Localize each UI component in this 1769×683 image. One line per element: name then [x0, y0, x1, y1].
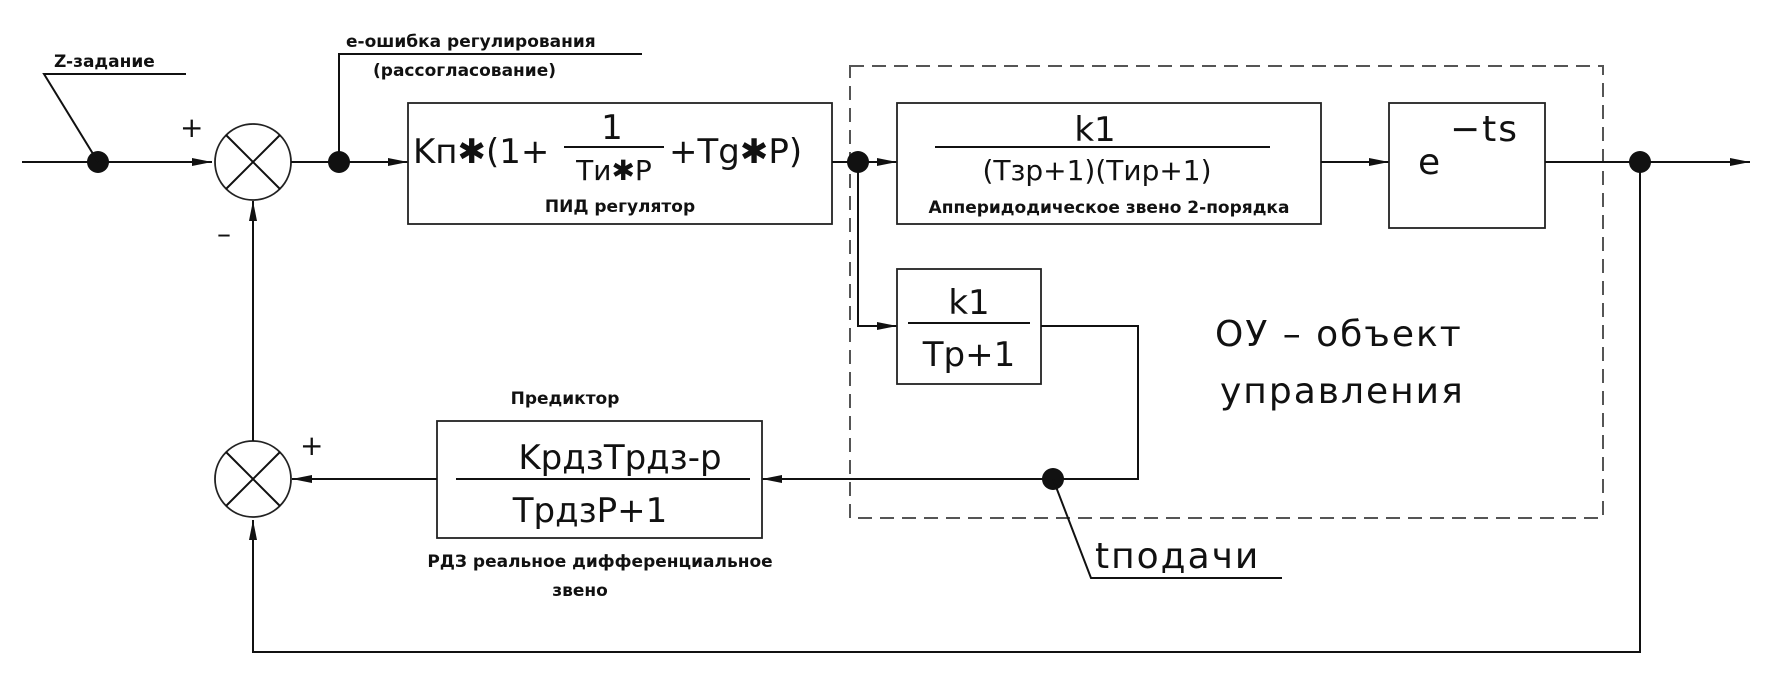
model-input-line — [857, 162, 897, 330]
plus-sign-top: + — [180, 111, 203, 144]
mismatch-label: (рассогласование) — [373, 61, 556, 81]
pid-frac-numerator: 1 — [601, 108, 623, 148]
feed-time-leader — [1052, 478, 1282, 579]
model-numerator: k1 — [948, 283, 989, 323]
pid-caption: ПИД регулятор — [545, 197, 695, 217]
pid-regulator-block — [407, 102, 833, 225]
main-feedback-line — [249, 162, 1641, 653]
rdz-caption-line2: звено — [552, 581, 608, 601]
error-label: e-ошибка регулирования — [346, 32, 596, 52]
error-leader — [338, 53, 642, 162]
pid-prefix: Kп✱(1+ — [413, 132, 549, 172]
pid-suffix: +Tg✱P) — [669, 132, 802, 172]
minus-sign-top: – — [217, 217, 231, 250]
object-label-line2: управления — [1220, 371, 1465, 412]
aperiodic-caption: Апперидодическое звено 2-порядка — [929, 198, 1290, 218]
setpoint-leader — [42, 73, 186, 163]
predictor-label: Предиктор — [511, 389, 620, 409]
aperiodic-numerator: k1 — [1074, 110, 1115, 150]
object-boundary — [849, 65, 1604, 519]
summing-junction-top — [214, 123, 292, 201]
feed-time-label: tподачи — [1095, 536, 1260, 577]
rdz-denominator: TрдзP+1 — [512, 491, 668, 531]
rdz-caption-line1: РДЗ реальное дифференциальное — [427, 552, 772, 572]
model-denominator: Tр+1 — [922, 335, 1015, 375]
setpoint-label: Z-задание — [54, 52, 155, 72]
rdz-numerator: KрдзTрдз-р — [518, 438, 721, 478]
aperiodic-block — [896, 102, 1322, 225]
model-output-line — [762, 325, 1139, 483]
plus-sign-bottom: + — [300, 429, 323, 462]
aperiodic-denominator: (Tзр+1)(Tир+1) — [982, 154, 1211, 187]
delay-exponent: −ts — [1450, 109, 1519, 150]
object-label-line1: ОУ – объект — [1215, 314, 1463, 355]
pid-frac-denominator: Tи✱P — [575, 154, 652, 187]
delay-base: e — [1418, 142, 1442, 183]
summing-junction-bottom — [214, 440, 292, 518]
model-block — [896, 268, 1042, 385]
delay-block — [1388, 102, 1546, 229]
